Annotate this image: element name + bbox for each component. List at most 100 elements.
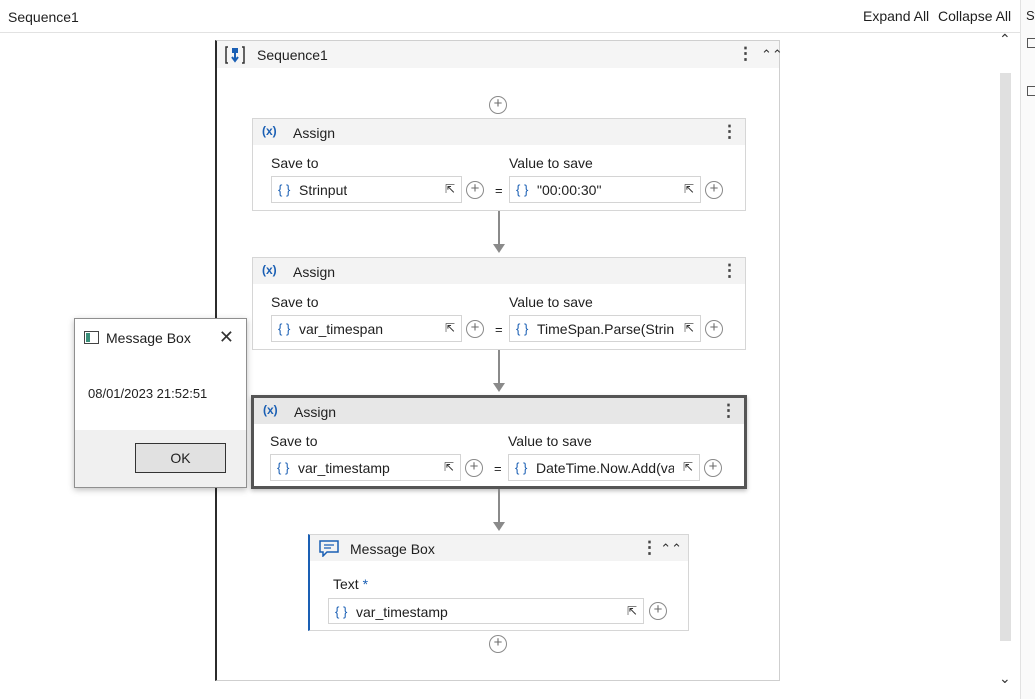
designer-toolbar: Sequence1 Expand All Collapse All: [0, 0, 1020, 33]
connector-arrow: [493, 383, 505, 392]
more-options-icon[interactable]: ⋮: [641, 538, 658, 557]
designer-title: Sequence1: [8, 9, 79, 25]
connector-line: [498, 211, 500, 244]
save-to-label: Save to: [270, 433, 318, 449]
expand-editor-icon[interactable]: ⇱: [626, 604, 637, 618]
dialog-message: 08/01/2023 21:52:51: [88, 386, 208, 401]
vertical-scrollbar[interactable]: ⌃ ⌄: [996, 31, 1016, 699]
expression-icon: { }: [278, 182, 291, 197]
collapse-toggle-icon[interactable]: [1027, 38, 1035, 48]
expand-editor-icon[interactable]: ⇱: [443, 460, 454, 474]
assign-activity[interactable]: (x) Assign ⋮ Save to Value to save { } v…: [252, 257, 746, 350]
add-variable-icon[interactable]: +: [466, 320, 484, 338]
scrollbar-thumb[interactable]: [1000, 73, 1011, 641]
connector-arrow: [493, 522, 505, 531]
text-label: Text *: [333, 576, 369, 592]
more-options-icon[interactable]: ⋮: [720, 401, 737, 420]
text-value: var_timestamp: [356, 604, 448, 620]
expand-editor-icon[interactable]: ⇱: [682, 460, 693, 474]
more-options-icon[interactable]: ⋮: [721, 122, 738, 141]
expand-editor-icon[interactable]: ⇱: [444, 321, 455, 335]
connector-arrow: [493, 244, 505, 253]
required-mark: *: [362, 576, 369, 592]
expression-icon: { }: [278, 321, 291, 336]
expression-icon: { }: [277, 460, 290, 475]
assign-icon: (x): [263, 403, 278, 417]
save-to-label: Save to: [271, 155, 319, 171]
more-options-icon[interactable]: ⋮: [721, 261, 738, 280]
activity-header[interactable]: (x) Assign ⋮: [253, 119, 745, 145]
expression-icon: { }: [515, 460, 528, 475]
assign-icon: (x): [262, 124, 277, 138]
add-activity-icon[interactable]: +: [489, 96, 507, 114]
save-to-value: var_timespan: [299, 321, 384, 337]
activity-title: Message Box: [350, 541, 435, 557]
side-panel-label: Sy: [1026, 8, 1035, 23]
value-field[interactable]: { } "00:00:30" ⇱: [509, 176, 701, 203]
dialog-footer: OK: [75, 430, 246, 487]
value-to-save-label: Value to save: [509, 294, 593, 310]
activity-title: Assign: [293, 125, 336, 141]
save-to-field[interactable]: { } var_timespan ⇱: [271, 315, 462, 342]
add-variable-icon[interactable]: +: [649, 602, 667, 620]
equals-sign: =: [495, 322, 503, 337]
scroll-down-icon[interactable]: ⌄: [999, 670, 1011, 686]
expression-icon: { }: [516, 182, 529, 197]
sequence-icon: [225, 46, 245, 64]
value-to-save-label: Value to save: [509, 155, 593, 171]
window-icon: [84, 331, 99, 344]
value-text: TimeSpan.Parse(Strinp: [537, 321, 675, 337]
message-box-icon: [319, 540, 339, 557]
save-to-field[interactable]: { } var_timestamp ⇱: [270, 454, 461, 481]
save-to-label: Save to: [271, 294, 319, 310]
expression-icon: { }: [516, 321, 529, 336]
ok-button[interactable]: OK: [135, 443, 226, 473]
collapse-all-button[interactable]: Collapse All: [938, 8, 1012, 24]
connector-line: [498, 350, 500, 383]
assign-icon: (x): [262, 263, 277, 277]
activity-header[interactable]: (x) Assign ⋮: [254, 398, 744, 424]
add-variable-icon[interactable]: +: [466, 181, 484, 199]
collapse-icon[interactable]: ⌃⌃: [660, 541, 682, 556]
value-text: "00:00:30": [537, 182, 602, 198]
expand-editor-icon[interactable]: ⇱: [683, 321, 694, 335]
expand-all-button[interactable]: Expand All: [863, 8, 930, 24]
activity-title: Assign: [294, 404, 337, 420]
collapse-icon[interactable]: ⌃⌃: [761, 47, 783, 62]
scroll-up-icon[interactable]: ⌃: [999, 31, 1011, 47]
value-to-save-label: Value to save: [508, 433, 592, 449]
value-field[interactable]: { } DateTime.Now.Add(va ⇱: [508, 454, 700, 481]
add-variable-icon[interactable]: +: [705, 181, 723, 199]
add-activity-icon[interactable]: +: [489, 635, 507, 653]
connector-line: [498, 489, 500, 522]
expression-icon: { }: [335, 604, 348, 619]
save-to-value: Strinput: [299, 182, 348, 198]
save-to-field[interactable]: { } Strinput ⇱: [271, 176, 462, 203]
expand-editor-icon[interactable]: ⇱: [444, 182, 455, 196]
value-text: DateTime.Now.Add(va: [536, 460, 674, 476]
add-variable-icon[interactable]: +: [705, 320, 723, 338]
equals-sign: =: [494, 461, 502, 476]
dialog-title: Message Box: [106, 330, 191, 346]
side-panel: Sy: [1020, 0, 1035, 699]
sequence-header[interactable]: Sequence1 ⋮ ⌃⌃: [217, 41, 783, 68]
assign-activity-selected[interactable]: (x) Assign ⋮ Save to Value to save { } v…: [251, 395, 747, 489]
activity-title: Assign: [293, 264, 336, 280]
message-box-dialog[interactable]: Message Box ✕ 08/01/2023 21:52:51 OK: [74, 318, 247, 488]
text-field[interactable]: { } var_timestamp ⇱: [328, 598, 644, 624]
add-variable-icon[interactable]: +: [465, 459, 483, 477]
collapse-toggle-icon[interactable]: [1027, 86, 1035, 96]
activity-header[interactable]: (x) Assign ⋮: [253, 258, 745, 284]
message-box-activity[interactable]: Message Box ⋮ ⌃⌃ Text * { } var_timestam…: [308, 534, 689, 631]
activity-header[interactable]: Message Box ⋮ ⌃⌃: [310, 535, 688, 561]
expand-editor-icon[interactable]: ⇱: [683, 182, 694, 196]
close-icon[interactable]: ✕: [218, 327, 234, 347]
save-to-value: var_timestamp: [298, 460, 390, 476]
add-variable-icon[interactable]: +: [704, 459, 722, 477]
sequence-title: Sequence1: [257, 47, 328, 63]
more-options-icon[interactable]: ⋮: [737, 44, 754, 63]
equals-sign: =: [495, 183, 503, 198]
value-field[interactable]: { } TimeSpan.Parse(Strinp ⇱: [509, 315, 701, 342]
assign-activity[interactable]: (x) Assign ⋮ Save to Value to save { } S…: [252, 118, 746, 211]
sequence-container[interactable]: Sequence1 ⋮ ⌃⌃ + (x) Assign ⋮ Save to Va…: [215, 40, 783, 681]
